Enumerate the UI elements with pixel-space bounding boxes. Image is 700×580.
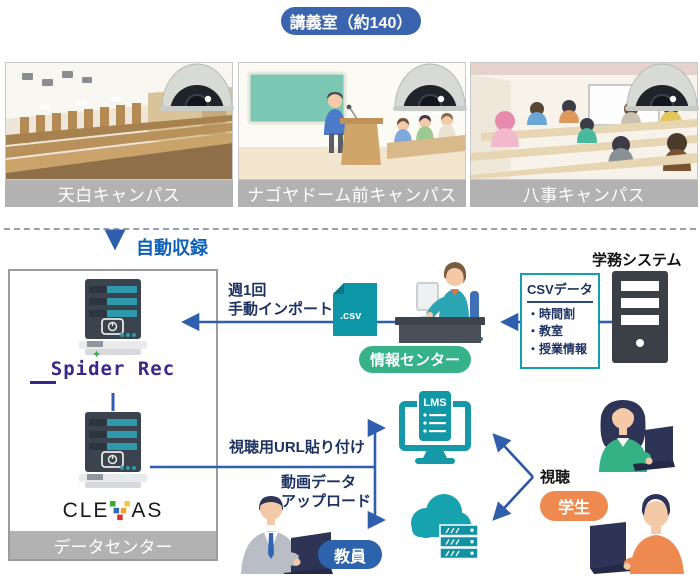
- student-badge-label: 学生: [557, 500, 590, 517]
- campus-label-yagoto: 八事キャンパス: [470, 180, 698, 207]
- datacenter-label: データセンター: [10, 531, 216, 559]
- csv-data-title: CSVデータ: [527, 279, 593, 303]
- teacher-figure: [324, 92, 346, 153]
- dome-camera-icon: [393, 63, 467, 111]
- viewing-arrow-lms: [492, 433, 534, 478]
- campus-card-yagoto: 八事キャンパス: [470, 62, 699, 207]
- csv-data-box: CSVデータ ・時間割 ・教室 ・授業情報: [520, 273, 600, 369]
- academic-system-label: 学務システム: [592, 252, 682, 269]
- spider-logo-underline: [30, 381, 56, 384]
- academic-server-icon: [612, 271, 668, 363]
- campus-label-text: 八事キャンパス: [522, 186, 646, 205]
- csv-data-item: ・教室: [527, 324, 564, 339]
- faculty-illustration: [241, 496, 333, 574]
- classroom-rear-illustration: [470, 62, 698, 180]
- info-center-badge-label: 情報センター: [369, 352, 460, 369]
- campus-label-nagoyadome: ナゴヤドーム前キャンパス: [238, 180, 466, 207]
- wood-partitions: [20, 103, 141, 143]
- campus-label-text: ナゴヤドーム前キャンパス: [247, 186, 457, 205]
- server-rack-icon-bottom: [79, 412, 147, 488]
- weekly-import-label: 週1回 手動インポート: [228, 281, 333, 319]
- clevas-v-icon: [110, 501, 131, 521]
- spider-rec-logo: Spider Rec: [50, 358, 176, 380]
- auto-record-label: 自動収録: [136, 238, 208, 258]
- url-paste-label: 視聴用URL貼り付け: [229, 439, 365, 456]
- server-rack-icon-top: [79, 279, 147, 355]
- desk: [395, 317, 485, 325]
- weekly-import-line1: 週1回: [228, 282, 267, 299]
- ceiling-projectors: [22, 71, 92, 86]
- chalkboard: [247, 71, 347, 125]
- students-rear: [471, 99, 697, 179]
- students-at-desk: [387, 113, 465, 159]
- lecture-rooms-badge-label: 講義室（約140）: [289, 15, 413, 32]
- podium: [340, 104, 383, 165]
- campus-card-tempaku: 天白キャンパス: [5, 62, 234, 207]
- clevas-logo: CLE AS: [14, 499, 212, 523]
- weekly-import-line2: 手動インポート: [228, 301, 334, 319]
- student-laptop: [590, 522, 626, 568]
- student-woman-illustration: [599, 400, 675, 472]
- student-badge: 学生: [540, 491, 608, 521]
- dashed-separator: [4, 228, 696, 230]
- cloud-rack: [439, 524, 479, 559]
- student-man-illustration: [590, 494, 684, 574]
- csv-file-label: .csv: [340, 310, 362, 322]
- lms-monitor-icon: LMS: [399, 389, 471, 464]
- campus-label-tempaku: 天白キャンパス: [5, 180, 233, 207]
- student-laptop: [645, 426, 673, 464]
- cloud-server-icon: [411, 494, 479, 559]
- faculty-badge: 教員: [318, 540, 382, 569]
- viewing-label: 視聴: [540, 469, 571, 486]
- lecture-rooms-badge: 講義室（約140）: [281, 7, 421, 35]
- csv-data-item: ・授業情報: [527, 341, 588, 356]
- faculty-badge-label: 教員: [333, 548, 366, 566]
- csv-data-item: ・時間割: [527, 307, 576, 321]
- lms-label: LMS: [423, 397, 446, 409]
- sparkle-icon: ✦: [92, 349, 102, 361]
- upload-label-line1: 動画データ: [281, 474, 357, 491]
- datacenter-label-text: データセンター: [53, 537, 173, 557]
- csv-file-icon: .csv: [333, 283, 377, 336]
- viewing-arrow-cloud: [492, 476, 534, 521]
- info-center-badge: 情報センター: [359, 346, 471, 373]
- info-center-worker-illustration: [395, 262, 485, 343]
- necktie: [268, 533, 274, 559]
- dome-camera-icon: [625, 63, 699, 111]
- classroom-illustration: [238, 62, 466, 180]
- clevas-text-left: CLE: [62, 499, 110, 522]
- clevas-text-right: AS: [131, 499, 164, 522]
- campus-label-text: 天白キャンパス: [57, 186, 181, 205]
- dome-camera-icon: [160, 63, 234, 111]
- campus-card-nagoyadome: ナゴヤドーム前キャンパス: [238, 62, 467, 207]
